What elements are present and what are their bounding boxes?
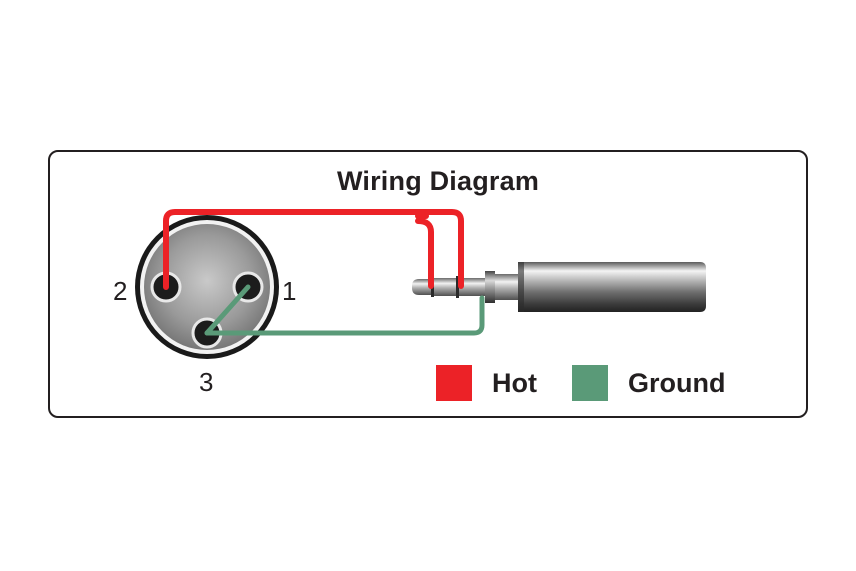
legend-label-hot: Hot	[492, 368, 537, 398]
pin-label-2: 2	[113, 276, 128, 306]
legend-label-ground: Ground	[628, 368, 726, 398]
legend-swatch-hot	[436, 365, 472, 401]
pin-label-1: 1	[282, 276, 297, 306]
xlr-connector	[135, 215, 279, 359]
ground-wire	[204, 284, 485, 336]
trs-plug	[412, 262, 706, 312]
legend-swatch-ground	[572, 365, 608, 401]
pin-label-3: 3	[199, 367, 214, 397]
hot-wire	[163, 209, 464, 290]
diagram-title: Wiring Diagram	[336, 166, 540, 196]
